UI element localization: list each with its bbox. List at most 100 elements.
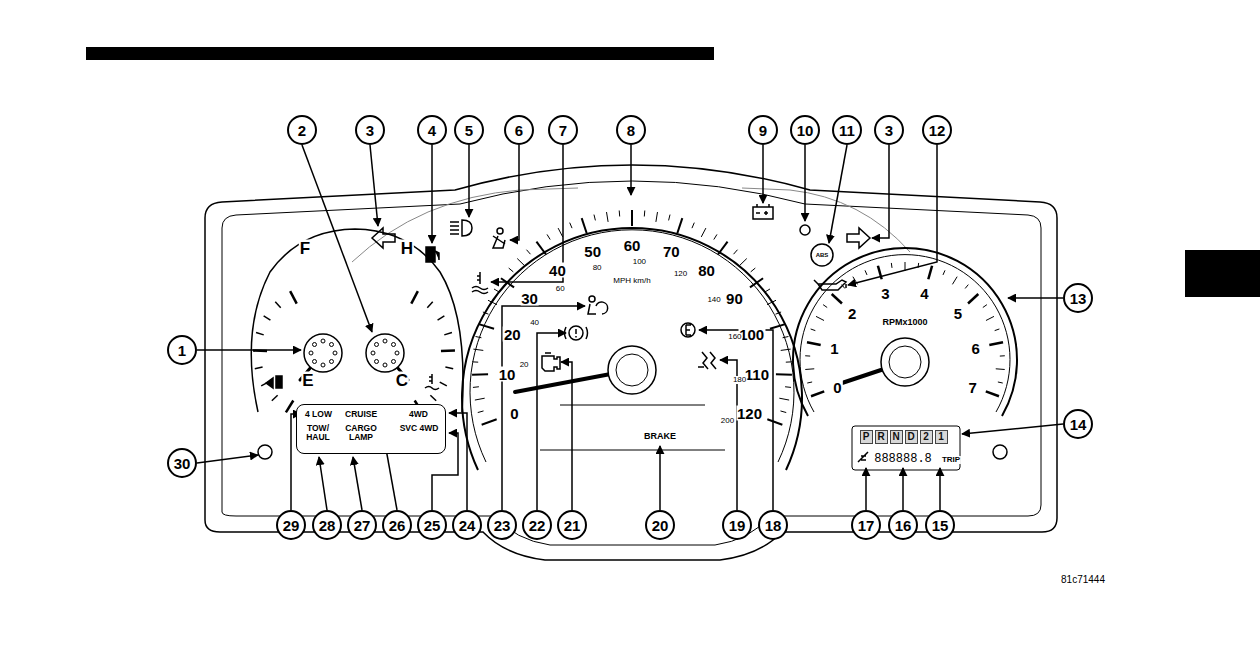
tick-mark <box>767 300 776 304</box>
speed-number: 60 <box>623 238 642 253</box>
callout-circle: 21 <box>557 510 587 540</box>
callout-number: 7 <box>559 123 567 138</box>
tick-mark <box>785 386 791 388</box>
callout-number: 6 <box>515 123 523 138</box>
tick-mark <box>582 218 587 233</box>
callout-circle: 25 <box>417 510 447 540</box>
unit-label: RPMx1000 <box>881 318 928 327</box>
indicator-text: 4WD <box>409 410 428 419</box>
callout-number: 30 <box>174 456 191 471</box>
temp-cold-mark: C <box>395 372 409 389</box>
tick-mark <box>701 228 706 237</box>
callout-number: 16 <box>895 518 912 533</box>
callout-circle: 30 <box>167 448 197 478</box>
callout-circle: 5 <box>454 115 484 145</box>
tick-mark <box>983 305 987 308</box>
callout-circle: 3 <box>355 115 385 145</box>
tick-mark <box>786 361 792 362</box>
tick-mark <box>509 268 514 272</box>
callout-number: 26 <box>389 518 406 533</box>
rpm-number: 5 <box>953 306 963 321</box>
traction-icon <box>698 352 716 369</box>
hub-dot <box>329 343 333 347</box>
hub-dot <box>309 351 313 355</box>
seat-belt-icon <box>493 228 505 248</box>
abs-icon <box>811 244 833 266</box>
tick-mark <box>430 395 436 400</box>
leader-lines <box>197 145 1063 510</box>
gear-indicator: R <box>875 430 888 444</box>
gauge-hubs <box>304 334 929 394</box>
tick-mark <box>607 212 609 222</box>
fuel-icon <box>426 247 439 262</box>
callout-number: 28 <box>319 518 336 533</box>
tick-mark <box>473 349 483 350</box>
tick-mark <box>255 367 263 369</box>
tick-mark <box>751 268 756 272</box>
fuel-full-mark: F <box>299 240 311 257</box>
hub-dot <box>375 343 379 347</box>
tick-mark <box>444 333 452 335</box>
callout-circle: 22 <box>522 510 552 540</box>
tick-mark <box>740 259 747 266</box>
hub-dot <box>383 339 387 343</box>
callout-number: 25 <box>424 518 441 533</box>
callout-circle: 19 <box>722 510 752 540</box>
tick-mark <box>527 250 531 255</box>
kmh-number: 200 <box>720 417 735 425</box>
callout-number: 29 <box>283 518 300 533</box>
tick-mark <box>718 242 728 255</box>
tick-mark <box>445 367 453 369</box>
tick-mark <box>427 302 432 308</box>
tick-mark <box>677 218 682 233</box>
hub-dot <box>616 354 648 386</box>
callout-number: 27 <box>354 518 371 533</box>
rpm-number: 0 <box>832 379 842 394</box>
tick-mark <box>631 210 633 226</box>
tick-mark <box>547 234 550 239</box>
hub-dot <box>371 351 375 355</box>
tick-mark <box>479 324 494 329</box>
callout-number: 22 <box>529 518 546 533</box>
tick-mark <box>986 391 999 396</box>
tick-mark <box>996 368 1005 370</box>
tick-mark <box>256 333 264 335</box>
tick-mark <box>1000 355 1005 356</box>
hub-dot <box>383 363 387 367</box>
tick-mark <box>998 382 1003 383</box>
rpm-number: 1 <box>829 340 839 355</box>
speed-number: 120 <box>736 405 763 420</box>
hub-dot <box>321 363 325 367</box>
speed-number: 80 <box>697 262 716 277</box>
trip-indicator: TRIP <box>941 456 961 464</box>
tick-mark <box>411 291 418 303</box>
indicator-text: TOW/ HAUL <box>301 424 335 443</box>
kmh-number: 100 <box>632 258 647 266</box>
callout-circle: 12 <box>922 115 952 145</box>
callout-circle: 13 <box>1063 283 1093 313</box>
tick-mark <box>473 386 479 388</box>
indicator-panel: 4 LOWCRUISE4WDTOW/ HAULCARGO LAMPSVC 4WD <box>296 404 446 454</box>
callout-number: 5 <box>465 123 473 138</box>
tick-mark <box>805 368 814 370</box>
callout-circle: 18 <box>758 510 788 540</box>
unit-label: MPH km/h <box>612 277 651 285</box>
turn-signal-right <box>847 228 870 248</box>
tick-mark <box>472 361 478 362</box>
callout-number: 19 <box>729 518 746 533</box>
tick-mark <box>438 316 445 320</box>
speed-number: 40 <box>548 262 567 277</box>
callout-number: 9 <box>759 123 767 138</box>
warning-icons <box>266 204 870 462</box>
tick-mark <box>517 259 524 266</box>
tick-mark <box>779 398 789 400</box>
callout-number: 3 <box>366 123 374 138</box>
callout-circle: 11 <box>832 115 862 145</box>
tick-mark <box>272 395 278 400</box>
tick-mark <box>989 342 1003 345</box>
rpm-number: 2 <box>847 306 857 321</box>
tick-mark <box>811 391 824 396</box>
tick-mark <box>644 211 645 217</box>
gear-letter: N <box>892 432 899 442</box>
tick-mark <box>891 263 893 268</box>
